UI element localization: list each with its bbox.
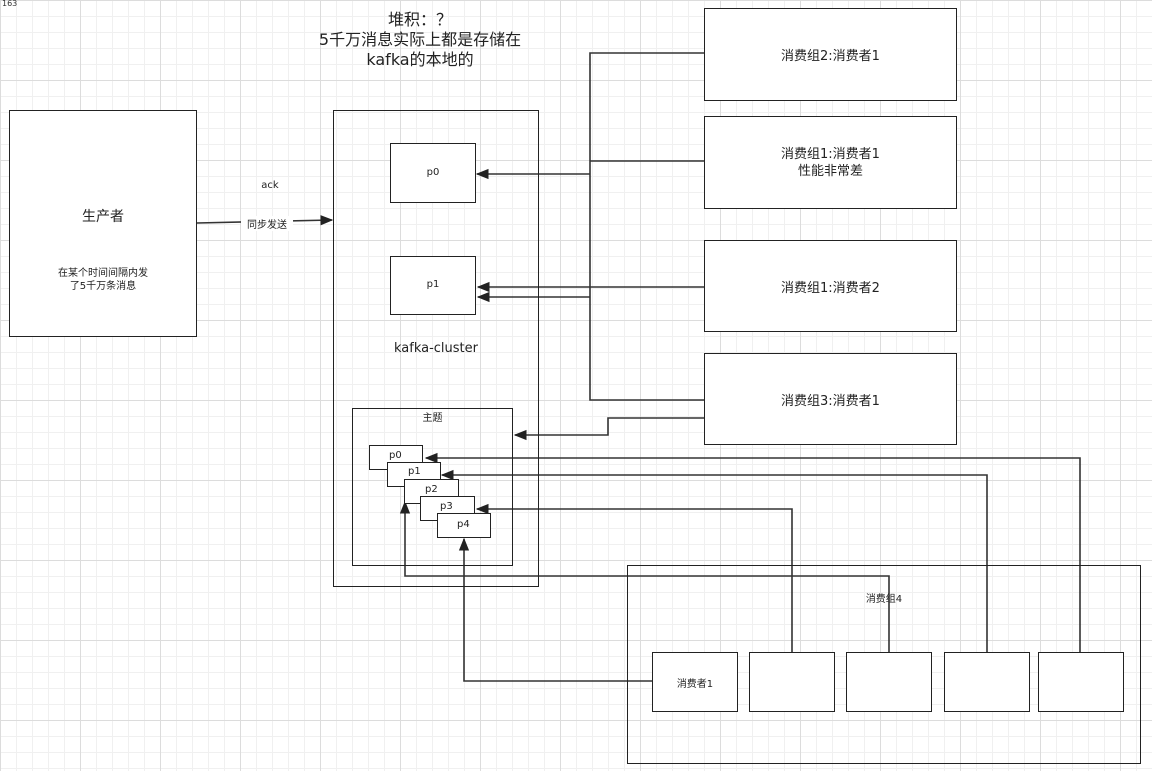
group4-consumer3[interactable]	[846, 652, 932, 712]
producer-title: 生产者	[82, 209, 124, 225]
sync-send-label: 同步发送	[241, 216, 293, 231]
g2c1-label: 消费组2:消费者1	[781, 49, 880, 64]
g3c1-to-topic-arrow	[513, 417, 704, 441]
consumer-group2-consumer1[interactable]: 消费组2:消费者1	[704, 8, 957, 101]
cluster-partition-p0[interactable]: p0	[390, 143, 476, 203]
note-line-3: kafka的本地的	[366, 50, 474, 69]
consumer-group1-consumer1[interactable]: 消费组1:消费者1 性能非常差	[704, 116, 957, 209]
topic-p2-label: p2	[425, 484, 438, 495]
g1c2-label: 消费组1:消费者2	[781, 281, 880, 296]
group4-label: 消费组4	[865, 594, 903, 605]
topic-label: 主题	[422, 413, 443, 424]
c3-to-p2-arrow	[399, 500, 890, 652]
producer-box[interactable]: 生产者 在某个时间间隔内发 了5千万条消息	[9, 110, 197, 337]
consumer-group4-box: 消费组4	[627, 565, 1141, 764]
corner-label: 163	[2, 0, 18, 8]
bus-line	[589, 52, 704, 401]
producer-desc: 在某个时间间隔内发 了5千万条消息	[10, 267, 196, 293]
topic-p0-label: p0	[389, 450, 402, 461]
producer-desc-line-2: 了5千万条消息	[69, 281, 137, 292]
cluster-p1-label: p1	[426, 279, 440, 290]
group4-consumer1[interactable]: 消费者1	[652, 652, 738, 712]
ack-label: ack	[261, 180, 279, 191]
group4-consumer2[interactable]	[749, 652, 835, 712]
topic-partition-p4[interactable]: p4	[437, 513, 491, 538]
topic-box: 主题	[352, 408, 513, 566]
g1c1-label: 消费组1:消费者1 性能非常差	[705, 146, 956, 180]
kafka-cluster-box	[333, 110, 539, 587]
producer-desc-line-1: 在某个时间间隔内发	[58, 268, 148, 279]
c5-to-p0-arrow	[424, 452, 1081, 652]
group4-consumer1-label: 消费者1	[676, 679, 714, 690]
c4-to-p1-arrow	[440, 469, 988, 652]
topic-p4-label: p4	[457, 519, 470, 530]
cluster-partition-p1[interactable]: p1	[390, 256, 476, 315]
c2-to-p3-arrow	[475, 503, 793, 652]
consumer-group1-consumer2[interactable]: 消费组1:消费者2	[704, 240, 957, 332]
note-line-1: 堆积：？	[387, 10, 452, 29]
topic-p1-label: p1	[408, 466, 421, 477]
cluster-p0-label: p0	[426, 167, 440, 178]
note-line-2: 5千万消息实际上都是存储在	[318, 30, 522, 49]
group4-consumer4[interactable]	[944, 652, 1030, 712]
consumer-group3-consumer1[interactable]: 消费组3:消费者1	[704, 353, 957, 445]
topic-p3-label: p3	[440, 501, 453, 512]
g3c1-label: 消费组3:消费者1	[781, 394, 880, 409]
kafka-cluster-label: kafka-cluster	[393, 341, 478, 356]
g1c1-label-line-2: 性能非常差	[797, 164, 863, 179]
storage-note: 堆积：？ 5千万消息实际上都是存储在 kafka的本地的	[300, 10, 540, 70]
g1c1-label-line-1: 消费组1:消费者1	[781, 147, 880, 162]
group4-consumer5[interactable]	[1038, 652, 1124, 712]
